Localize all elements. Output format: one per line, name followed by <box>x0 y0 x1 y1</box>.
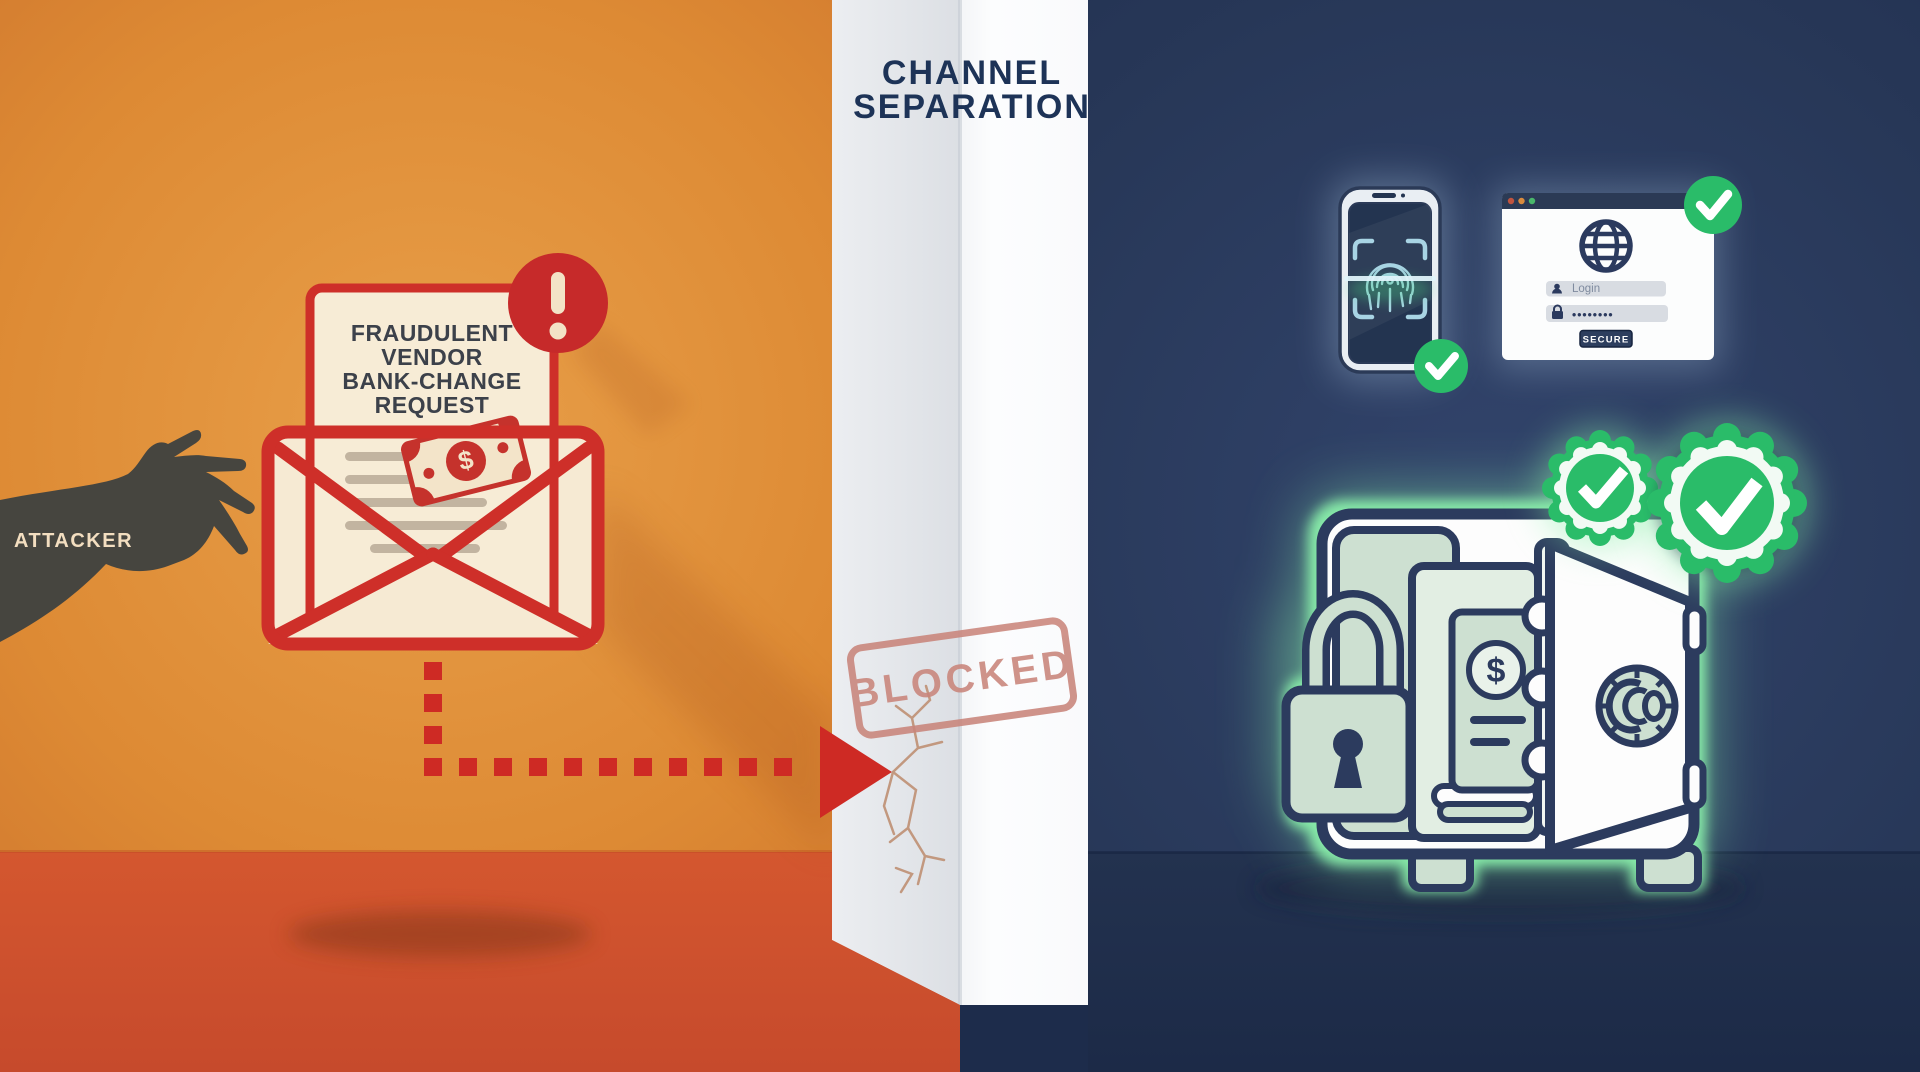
vault-ground-shadow <box>1255 861 1745 915</box>
padlock-icon <box>1281 590 1415 823</box>
globe-icon <box>1579 219 1633 273</box>
divider-title-line1: CHANNEL <box>882 54 1062 92</box>
user-icon <box>1554 283 1560 290</box>
wall-fold-line <box>958 0 962 1005</box>
login-placeholder: Login <box>1572 283 1600 295</box>
floor-edge-line <box>0 850 832 853</box>
ledger-pages-2 <box>1437 801 1533 823</box>
scan-line-icon <box>1344 276 1436 281</box>
letter-line-1: FRAUDULENT <box>351 320 513 346</box>
ledger-book-icon: $ <box>1431 608 1542 823</box>
traffic-dots-icon <box>1507 197 1536 205</box>
check-icon <box>1695 477 1763 535</box>
wall-left-face <box>832 0 960 1005</box>
orange-floor <box>0 852 960 1072</box>
ground-shadow <box>288 911 592 957</box>
browser-window-icon: Login •••••••• SECURE <box>1494 176 1742 370</box>
phone-check-badge <box>1414 339 1468 393</box>
attacker-label: ATTACKER <box>14 530 133 552</box>
letter-line-3: BANK-CHANGE <box>342 368 521 394</box>
wall-right-face <box>960 0 1088 1005</box>
envelope-flap-lines <box>271 441 595 569</box>
divider-wall: CHANNEL SEPARATION BLOCKED <box>820 0 1091 1072</box>
attack-panel: ATTACKER FRAUDULENT VENDOR BANK-CHANGE R… <box>0 0 960 1072</box>
door-hinge-top <box>1682 604 1707 656</box>
door-hinge-bottom <box>1682 758 1707 810</box>
smartphone-icon <box>1330 178 1468 393</box>
phone-speaker <box>1372 193 1396 198</box>
ledger-dollar-circle <box>1466 640 1526 700</box>
secure-button: SECURE <box>1579 329 1633 348</box>
verified-rosette-small <box>1542 430 1658 546</box>
browser-titlebar <box>1502 193 1714 209</box>
phone-camera <box>1401 193 1405 198</box>
divider-title-line2: SEPARATION <box>853 88 1091 126</box>
check-icon <box>1425 352 1459 380</box>
ledger-dollar-symbol: $ <box>1487 652 1506 690</box>
keyhole-icon <box>1333 729 1363 788</box>
wall-base-left <box>832 940 960 1072</box>
safe-door <box>1545 539 1707 855</box>
password-mask: •••••••• <box>1572 308 1614 322</box>
envelope-icon: FRAUDULENT VENDOR BANK-CHANGE REQUEST <box>261 253 608 651</box>
safe-icon: $ <box>1280 421 1809 892</box>
envelope-border <box>261 425 605 651</box>
verified-rosette-large <box>1647 423 1807 583</box>
envelope-bottom-flap <box>268 554 598 644</box>
password-field: •••••••• <box>1546 304 1668 322</box>
dotted-arrow-icon <box>424 662 792 776</box>
letter-line-2: VENDOR <box>381 344 482 370</box>
letter-line-4: REQUEST <box>375 392 490 418</box>
alert-cast-shadow <box>572 322 690 436</box>
scan-glow <box>1348 276 1432 302</box>
attacker-hand-icon: ATTACKER <box>0 430 255 642</box>
login-field: Login <box>1546 281 1666 297</box>
lock-icon <box>1552 304 1563 319</box>
alert-exclamation-icon <box>508 253 608 353</box>
envelope-cast-shadow <box>598 486 832 856</box>
browser-check-badge <box>1684 176 1742 234</box>
arrow-head-icon <box>820 726 892 818</box>
secure-panel: Login •••••••• SECURE <box>1088 0 1920 1072</box>
crack-icon <box>882 684 946 894</box>
check-icon <box>1577 466 1629 509</box>
check-icon <box>1695 189 1733 221</box>
envelope-bottom-lines <box>267 547 599 644</box>
secure-button-label: SECURE <box>1583 335 1630 346</box>
scan-frame-icon <box>1352 238 1428 320</box>
combination-dial-icon <box>1595 664 1679 748</box>
wall-base-right <box>960 1005 1088 1072</box>
